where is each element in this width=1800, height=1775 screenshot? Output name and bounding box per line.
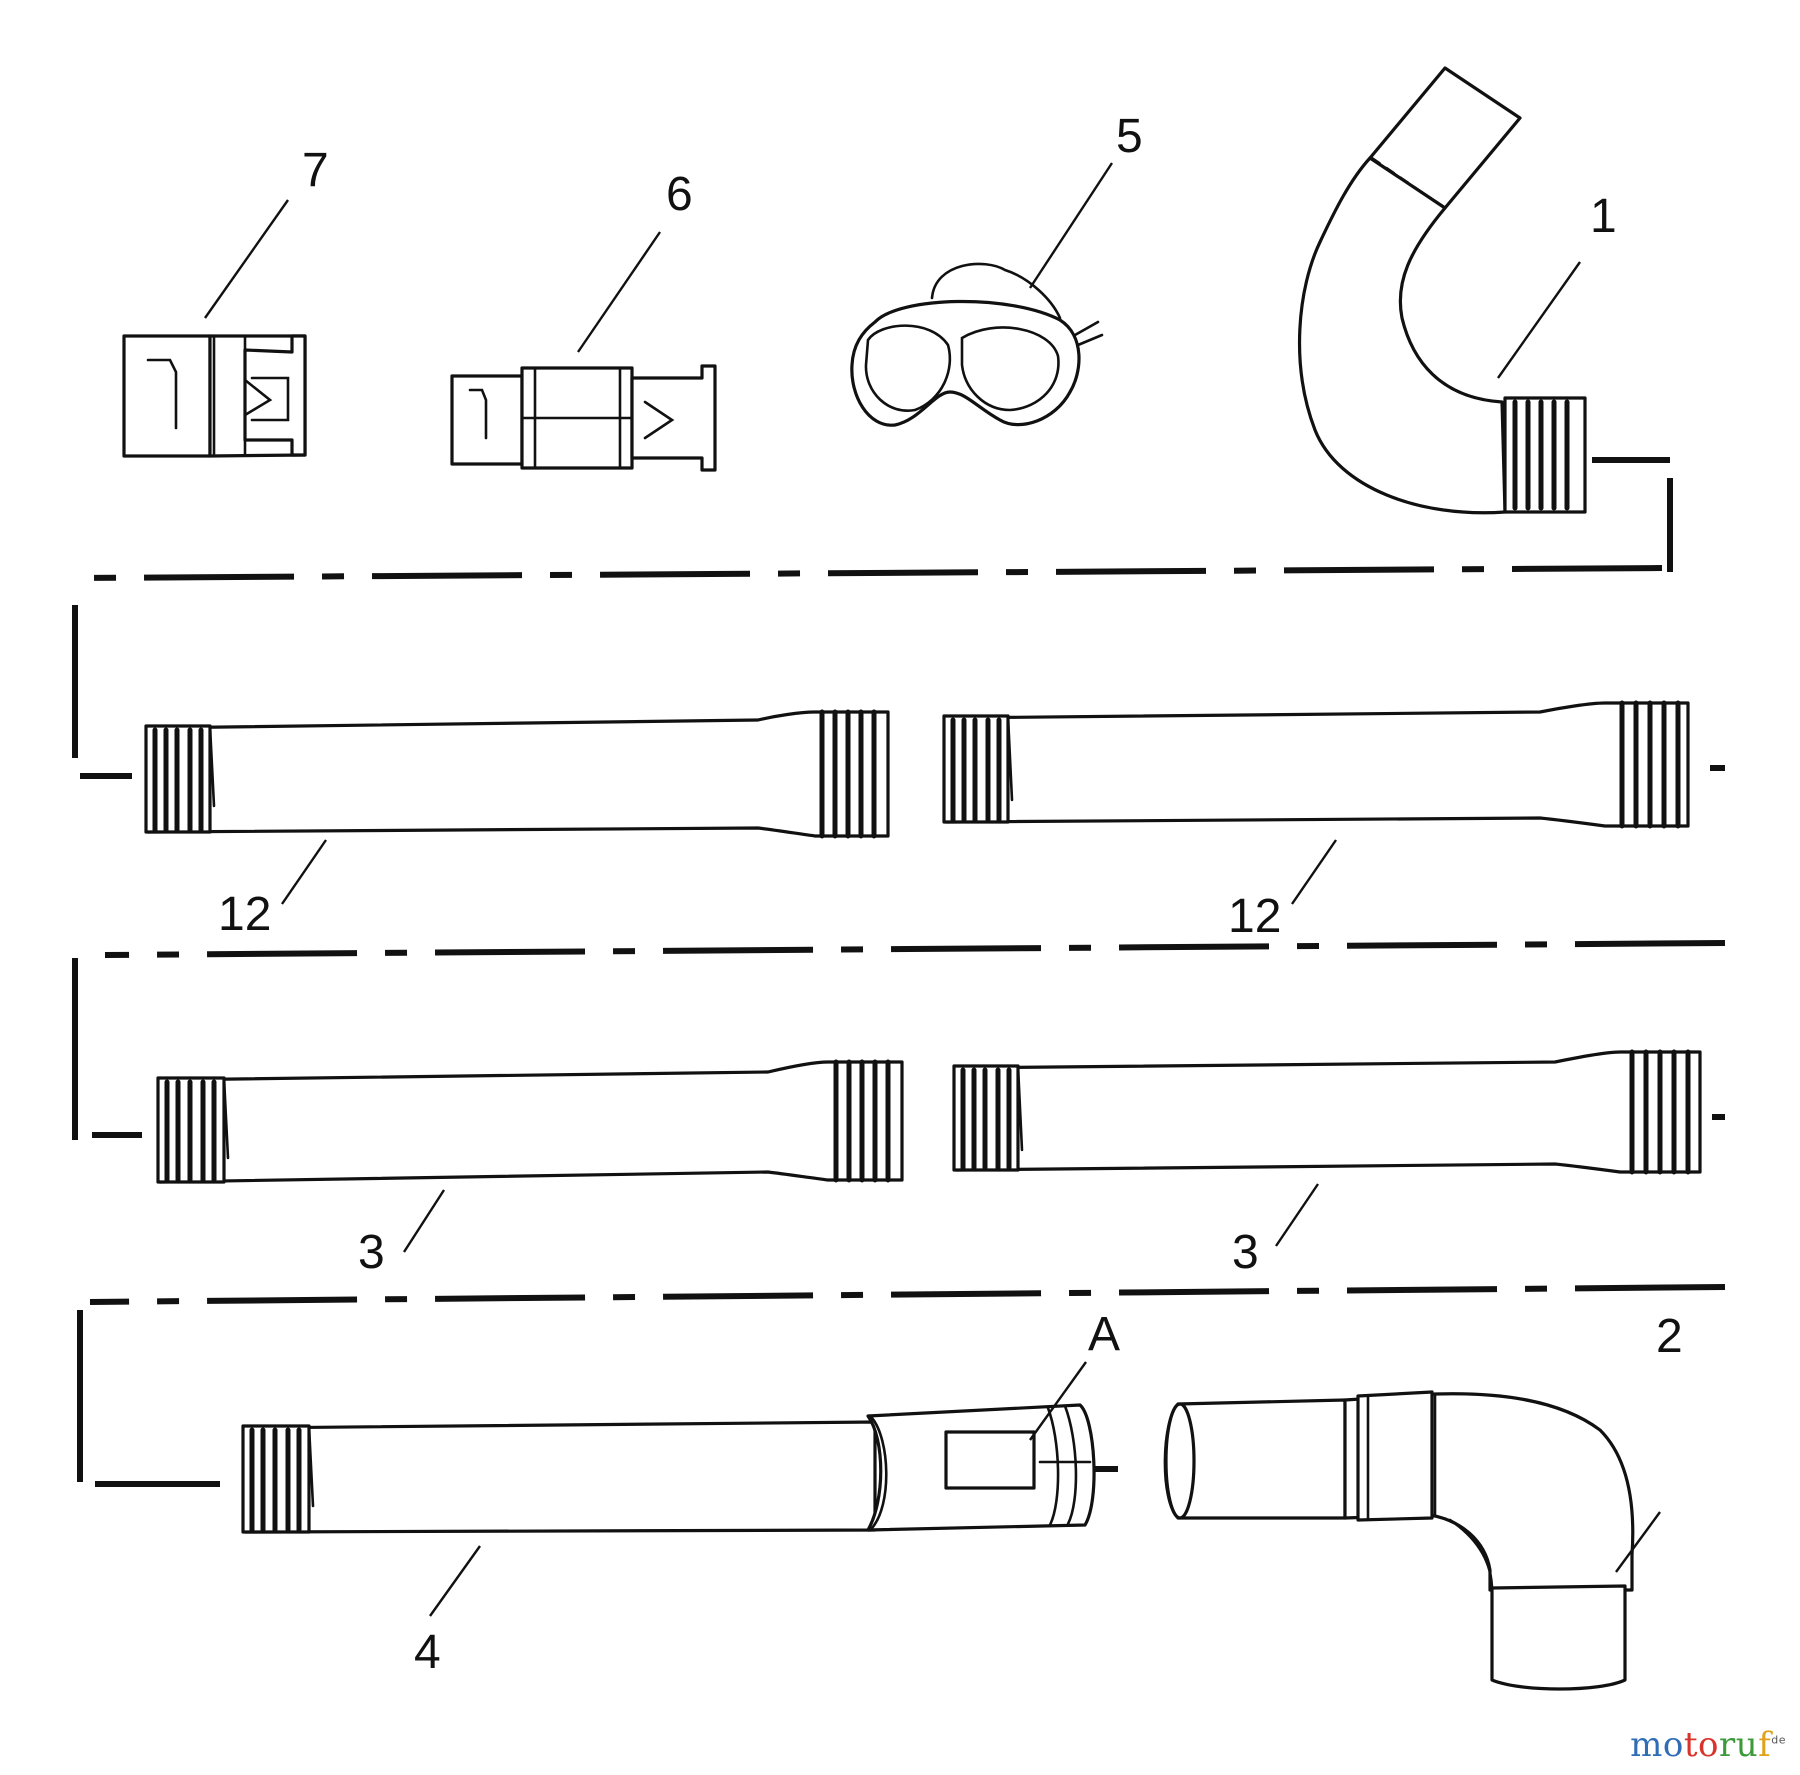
- leader-lines: [204, 162, 1661, 1617]
- callout-part-1: 1: [1590, 190, 1617, 243]
- callout-detail-a: A: [1088, 1308, 1120, 1361]
- watermark-segment-2: to: [1683, 1725, 1719, 1765]
- part-7-nozzle: [122, 334, 307, 458]
- callout-part-12-left: 12: [218, 888, 271, 941]
- callout-part-5: 5: [1116, 110, 1143, 163]
- part-12-right-tube: [942, 700, 1690, 829]
- callout-part-3-right: 3: [1232, 1226, 1259, 1279]
- callout-part-3-left: 3: [358, 1226, 385, 1279]
- watermark-segment-1: mo: [1630, 1725, 1684, 1765]
- part-12-left-tube: [144, 709, 890, 839]
- part-3-right-tube: [952, 1049, 1702, 1175]
- watermark-segment-4: f: [1758, 1725, 1772, 1765]
- watermark-segment-3: ru: [1719, 1725, 1759, 1765]
- part-3-left-tube: [156, 1059, 904, 1184]
- part-2-elbow-outlet: [1163, 1390, 1635, 1691]
- part-1-upper-bend-tube: [1298, 66, 1587, 515]
- watermark-suffix: de: [1771, 1733, 1786, 1747]
- part-4-lower-tube: [241, 1403, 1096, 1534]
- assembly-connection-lines: [72, 457, 1726, 1487]
- callout-part-6: 6: [666, 168, 693, 221]
- callout-part-2: 2: [1656, 1310, 1683, 1363]
- callout-labels: 7 6 5 1 12 12 3 3 4 A 2: [218, 110, 1683, 1679]
- part-5-goggles: [850, 262, 1104, 427]
- part-6-nozzle: [450, 364, 717, 472]
- callout-part-7: 7: [302, 144, 329, 197]
- callout-part-12-right: 12: [1228, 890, 1281, 943]
- callout-part-4: 4: [414, 1626, 441, 1679]
- watermark-logo: motorufde: [1630, 1725, 1786, 1765]
